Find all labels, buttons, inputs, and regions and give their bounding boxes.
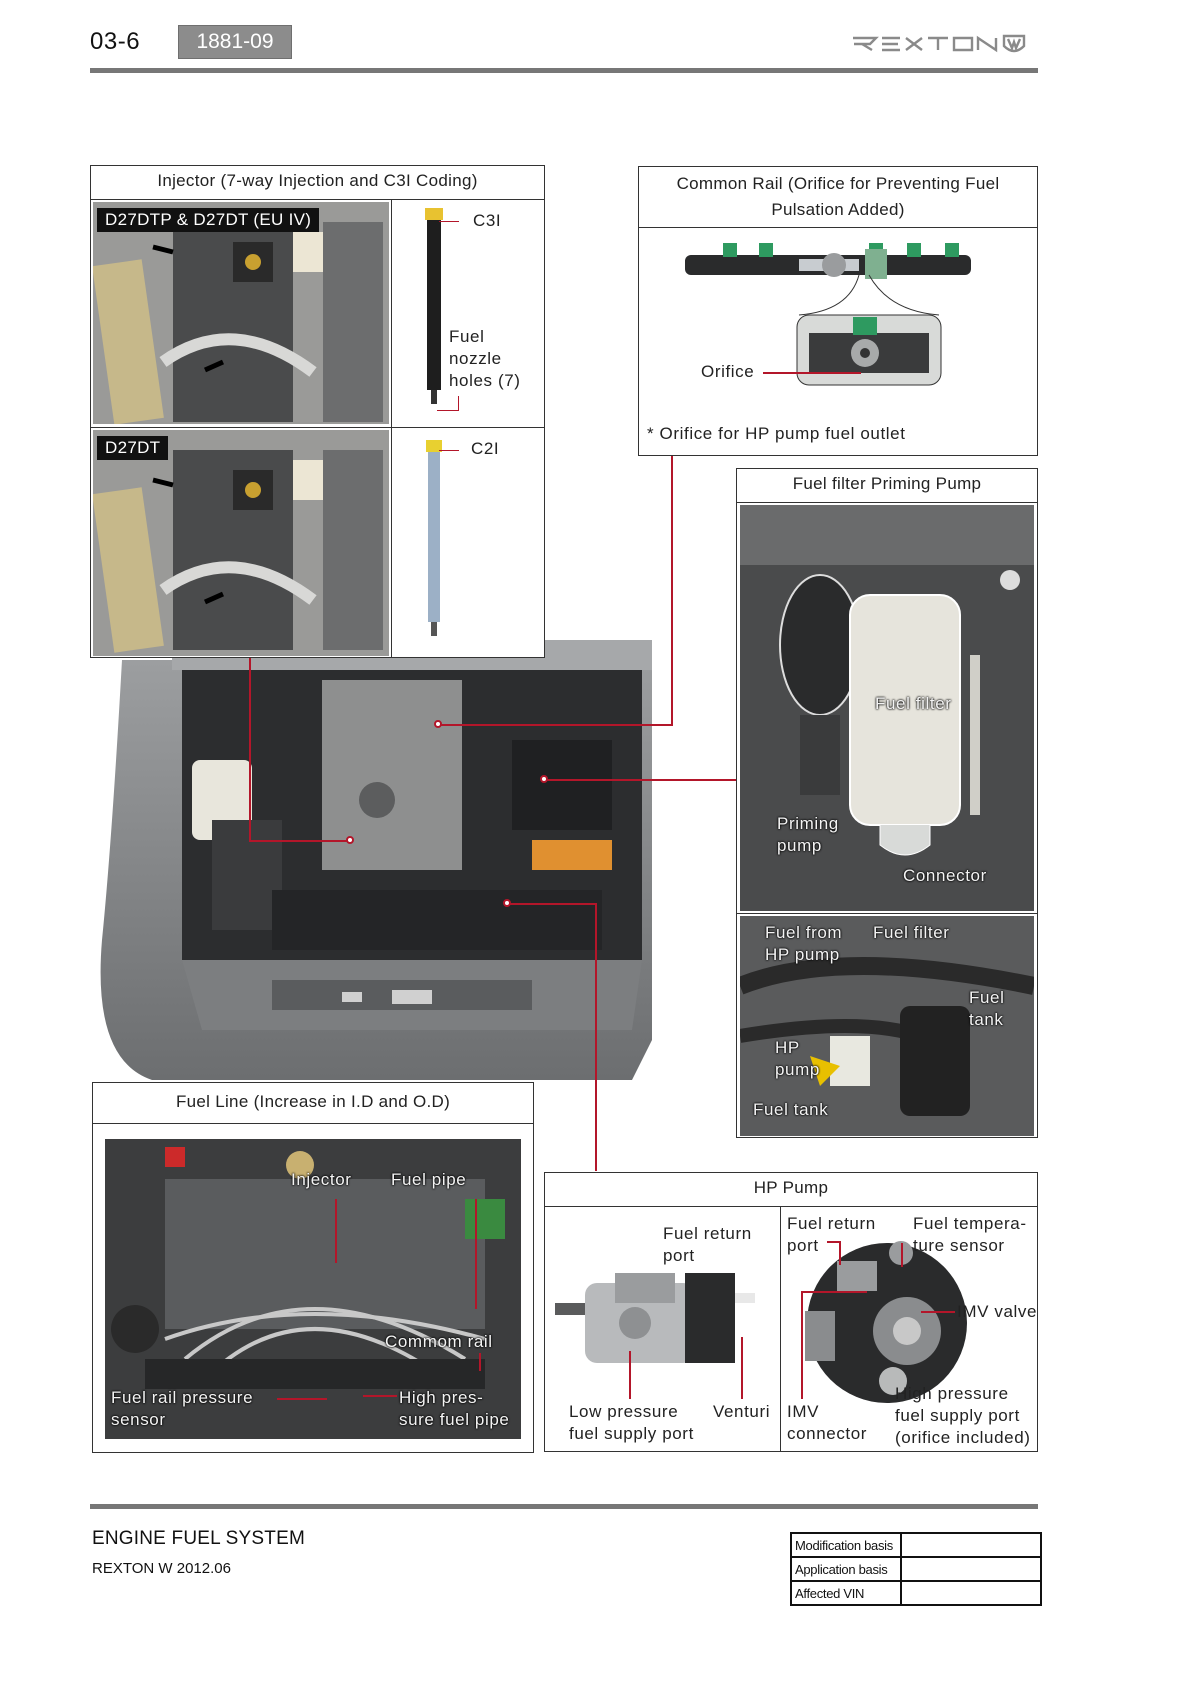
fuel-line-panel: Fuel Line (Increase in I.D and O.D) Inje… [92,1082,534,1453]
hp-pump-title: HP Pump [753,1178,829,1197]
label-fuel-filter-2: Fuel filter [873,923,950,942]
label-hp-pipe-2: sure fuel pipe [399,1410,510,1429]
table-value [900,1580,1042,1606]
label-fuel-tank-3: Fuel tank [753,1100,829,1119]
label-fuel-pipe: Fuel pipe [391,1170,467,1189]
injector-photo-top [93,202,389,424]
injector-title: Injector (7-way Injection and C3I Coding… [157,171,478,190]
label-fuel-tank-1: Fuel [969,988,1005,1007]
rexton-logo [853,34,1026,53]
page-number: 03-6 [90,28,141,55]
hp-pump-panel: HP Pump Fuel return port Low pressure fu… [544,1172,1038,1452]
label-imv-valve: IMV valve [957,1302,1038,1321]
table-key: Affected VIN [790,1580,902,1606]
label-high-pressure-1: High pressure [895,1384,1009,1403]
label-low-pressure-1: Low pressure [569,1402,679,1421]
engine-bay-photo [100,640,652,1080]
callout-line-priming [545,779,737,781]
label-imv-connector-2: connector [787,1424,868,1443]
variant-tag-eu4: D27DTP & D27DT (EU IV) [97,208,320,232]
fuel-line-photo [105,1139,521,1439]
label-hp-pipe-1: High pres- [399,1388,484,1407]
label-priming-1: Priming [777,814,839,833]
fuel-lines-photo [740,916,1034,1136]
label-high-pressure-3: (orifice included) [895,1428,1031,1447]
label-venturi: Venturi [713,1402,771,1421]
footer-rule [90,1504,1038,1509]
callout-line-rail [671,455,673,725]
label-injector: Injector [291,1170,352,1189]
label-priming-2: pump [777,836,822,855]
header-rule [90,68,1038,73]
footer-subtitle: REXTON W 2012.06 [92,1560,231,1577]
label-orifice: Orifice [701,362,755,381]
label-common-rail: Commom rail [385,1332,493,1351]
callout-line-injector-h [249,840,351,842]
callout-dot-hp [503,899,511,907]
label-nozzle-1: Fuel [449,327,485,346]
section-code-badge: 1881-09 [178,25,292,59]
common-rail-title-1: Common Rail (Orifice for Preventing Fuel [676,174,1000,193]
label-high-pressure-2: fuel supply port [895,1406,1020,1425]
label-temp-sensor-2: ture sensor [913,1236,1005,1255]
label-rail-sensor-1: Fuel rail pressure [111,1388,254,1407]
label-connector: Connector [903,866,987,885]
label-c2i: C2I [471,439,500,458]
label-fuel-tank-2: tank [969,1010,1004,1029]
priming-pump-panel: Fuel filter Priming Pump Fuel filter Pri… [736,468,1038,1138]
footer-title: ENGINE FUEL SYSTEM [92,1528,305,1549]
label-fuel-filter: Fuel filter [875,694,952,713]
label-rail-sensor-2: sensor [111,1410,166,1429]
common-rail-title-2: Pulsation Added) [771,200,905,219]
fuel-line-title: Fuel Line (Increase in I.D and O.D) [175,1092,451,1111]
injector-photo-bottom [93,430,389,656]
callout-line-injector [249,658,251,841]
table-row: Application basis [790,1556,1042,1582]
common-rail-image [685,243,971,279]
table-row: Modification basis [790,1532,1042,1558]
variant-tag-d27dt: D27DT [97,436,169,460]
table-value [900,1532,1042,1558]
callout-dot-priming [540,775,548,783]
label-fuel-from-1: Fuel from [765,923,843,942]
common-rail-panel: Common Rail (Orifice for Preventing Fuel… [638,166,1038,456]
table-key: Modification basis [790,1532,902,1558]
hp-pump-side-image [555,1273,755,1363]
table-value [900,1556,1042,1582]
label-return-left-1: Fuel return [663,1224,752,1243]
priming-pump-title: Fuel filter Priming Pump [792,474,982,493]
label-return-right-1: Fuel return [787,1214,876,1233]
callout-line-hp-v [595,903,597,1171]
priming-pump-photo [740,505,1034,911]
label-c3i: C3I [473,211,502,230]
label-low-pressure-2: fuel supply port [569,1424,694,1443]
label-hp-pump-1: HP [775,1038,800,1057]
label-fuel-from-2: HP pump [765,945,840,964]
modification-table: Modification basis Application basis Aff… [790,1532,1042,1606]
table-key: Application basis [790,1556,902,1582]
injector-c3i-image [425,208,443,404]
common-rail-note: * Orifice for HP pump fuel outlet [647,424,906,443]
hp-pump-front-image [805,1241,967,1403]
orifice-zoom-image [796,274,942,386]
label-return-left-2: port [663,1246,695,1265]
injector-panel: Injector (7-way Injection and C3I Coding… [90,165,545,658]
label-nozzle-2: nozzle [449,349,502,368]
label-return-right-2: port [787,1236,819,1255]
label-nozzle-3: holes (7) [449,371,521,390]
injector-c2i-image [426,440,442,636]
callout-dot-rail [434,720,442,728]
label-temp-sensor-1: Fuel tempera- [913,1214,1027,1233]
callout-dot-injector [346,836,354,844]
callout-line-rail-h [439,724,673,726]
label-hp-pump-2: pump [775,1060,820,1079]
table-row: Affected VIN [790,1580,1042,1606]
callout-line-hp [508,903,596,905]
label-imv-connector-1: IMV [787,1402,820,1421]
